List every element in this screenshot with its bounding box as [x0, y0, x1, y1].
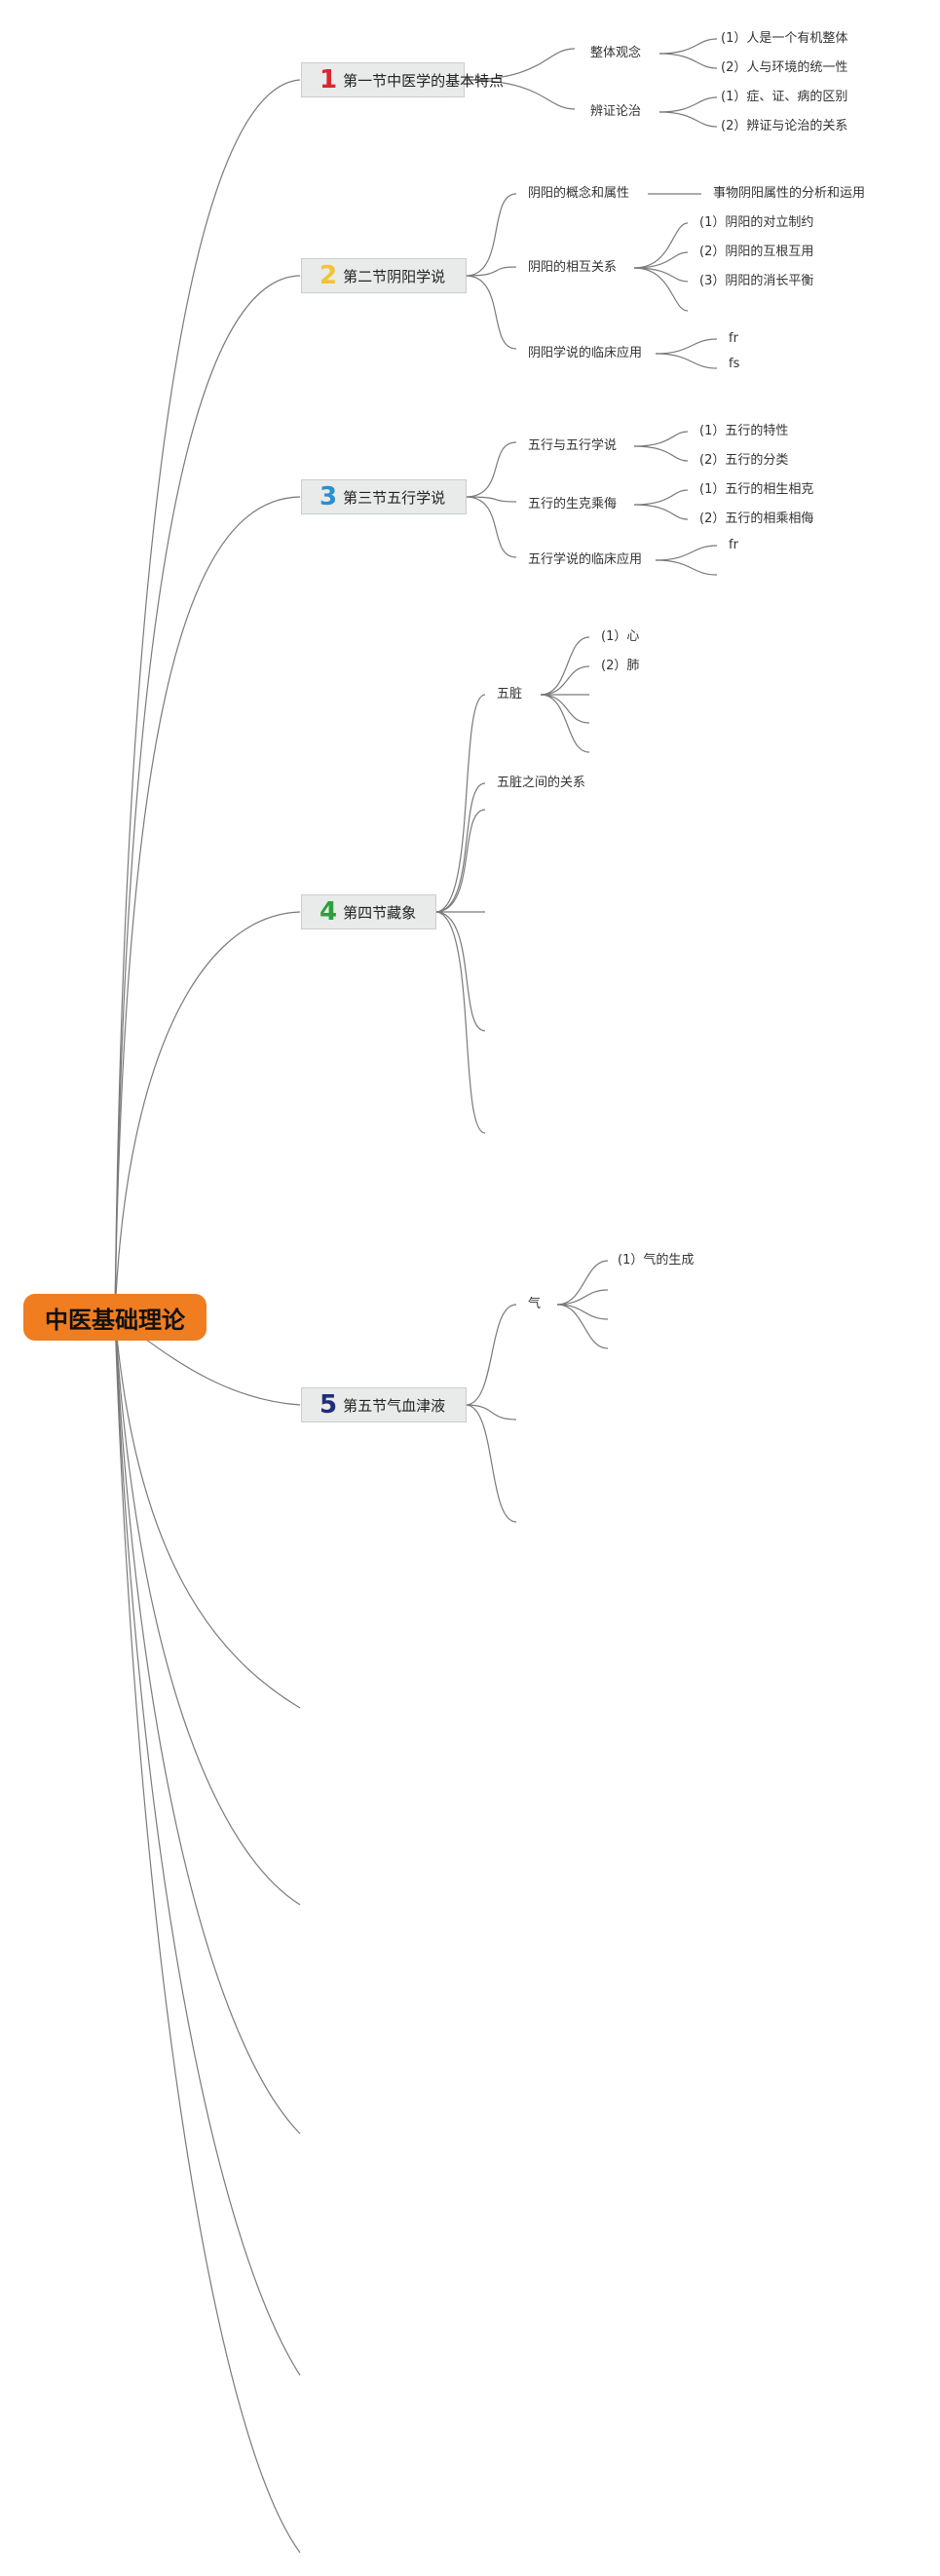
topic-syndrome-differentiation[interactable]: 辨证论治 — [590, 104, 642, 119]
section-number: 2 — [320, 261, 338, 290]
section-number: 1 — [320, 65, 338, 95]
topic-five-elements[interactable]: 五行与五行学说 — [528, 438, 618, 453]
subtopic[interactable]: fr — [729, 331, 738, 346]
subtopic[interactable]: fs — [729, 357, 740, 371]
subtopic[interactable]: (2）阴阳的互根互用 — [699, 245, 814, 259]
root-topic[interactable]: 中医基础理论 — [23, 1294, 207, 1341]
topic-holistic-concept[interactable]: 整体观念 — [590, 46, 642, 60]
section-number: 3 — [320, 482, 338, 511]
section-label: 第五节气血津液 — [343, 1396, 446, 1415]
subtopic[interactable]: (2）人与环境的统一性 — [721, 60, 848, 75]
topic-five-organs[interactable]: 五脏 — [497, 687, 523, 701]
section-number: 4 — [320, 897, 338, 927]
topic-qi[interactable]: 气 — [528, 1297, 542, 1311]
subtopic[interactable]: (2）辨证与论治的关系 — [721, 119, 848, 133]
subtopic[interactable]: 事物阴阳属性的分析和运用 — [713, 186, 866, 201]
subtopic[interactable]: (2）五行的分类 — [699, 453, 789, 468]
subtopic[interactable]: (1）心 — [601, 629, 640, 644]
topic-organ-relations[interactable]: 五脏之间的关系 — [497, 776, 586, 790]
section-number: 5 — [320, 1390, 338, 1420]
section-1[interactable]: 1 第一节中医学的基本特点 — [301, 62, 504, 97]
section-label: 第二节阴阳学说 — [343, 267, 446, 285]
topic-five-elements-cycles[interactable]: 五行的生克乘侮 — [528, 497, 618, 511]
section-5[interactable]: 5 第五节气血津液 — [301, 1387, 467, 1422]
topic-five-elements-clinical[interactable]: 五行学说的临床应用 — [528, 552, 643, 567]
subtopic[interactable]: (3）阴阳的消长平衡 — [699, 274, 814, 288]
subtopic[interactable]: (1）五行的特性 — [699, 424, 789, 438]
topic-yinyang-relations[interactable]: 阴阳的相互关系 — [528, 260, 618, 275]
topic-yinyang-concept[interactable]: 阴阳的概念和属性 — [528, 186, 630, 201]
subtopic[interactable]: (1）阴阳的对立制约 — [699, 215, 814, 230]
section-2[interactable]: 2 第二节阴阳学说 — [301, 258, 467, 293]
section-label: 第一节中医学的基本特点 — [343, 71, 505, 90]
subtopic[interactable]: (1）症、证、病的区别 — [721, 90, 848, 104]
section-3[interactable]: 3 第三节五行学说 — [301, 479, 467, 514]
section-4[interactable]: 4 第四节藏象 — [301, 894, 436, 929]
subtopic[interactable]: fr — [729, 538, 738, 552]
subtopic[interactable]: (2）五行的相乘相侮 — [699, 511, 814, 526]
subtopic[interactable]: (1）气的生成 — [618, 1253, 695, 1268]
section-label: 第四节藏象 — [343, 903, 417, 922]
section-label: 第三节五行学说 — [343, 488, 446, 507]
subtopic[interactable]: (1）五行的相生相克 — [699, 482, 814, 497]
topic-yinyang-clinical[interactable]: 阴阳学说的临床应用 — [528, 346, 643, 360]
subtopic[interactable]: (2）肺 — [601, 659, 640, 673]
subtopic[interactable]: (1）人是一个有机整体 — [721, 31, 848, 46]
